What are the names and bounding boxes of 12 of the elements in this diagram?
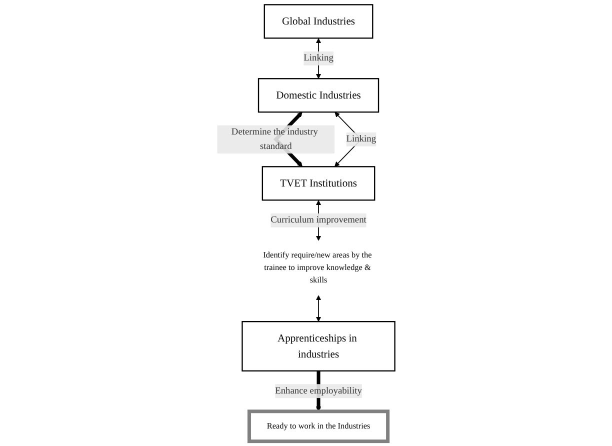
node-box: TVET Institutions <box>262 166 376 201</box>
node-box: Apprenticeships in industries <box>242 321 396 372</box>
node-text: Identify require/new areas by the trainee to improve knowledge & skills <box>263 251 372 285</box>
node-box: Global Industries <box>264 4 374 39</box>
edge-label: Linking <box>304 53 334 64</box>
node-box: Domestic Industries <box>258 78 380 113</box>
edge-label: Enhance employability <box>275 386 362 396</box>
arrow <box>316 295 322 322</box>
node-box: Ready to work in the Industries <box>247 410 390 444</box>
edge-label: Determine the industry standard <box>231 127 318 152</box>
edge-label: Linking <box>346 134 376 144</box>
edge-label: Curriculum improvement <box>270 215 366 226</box>
